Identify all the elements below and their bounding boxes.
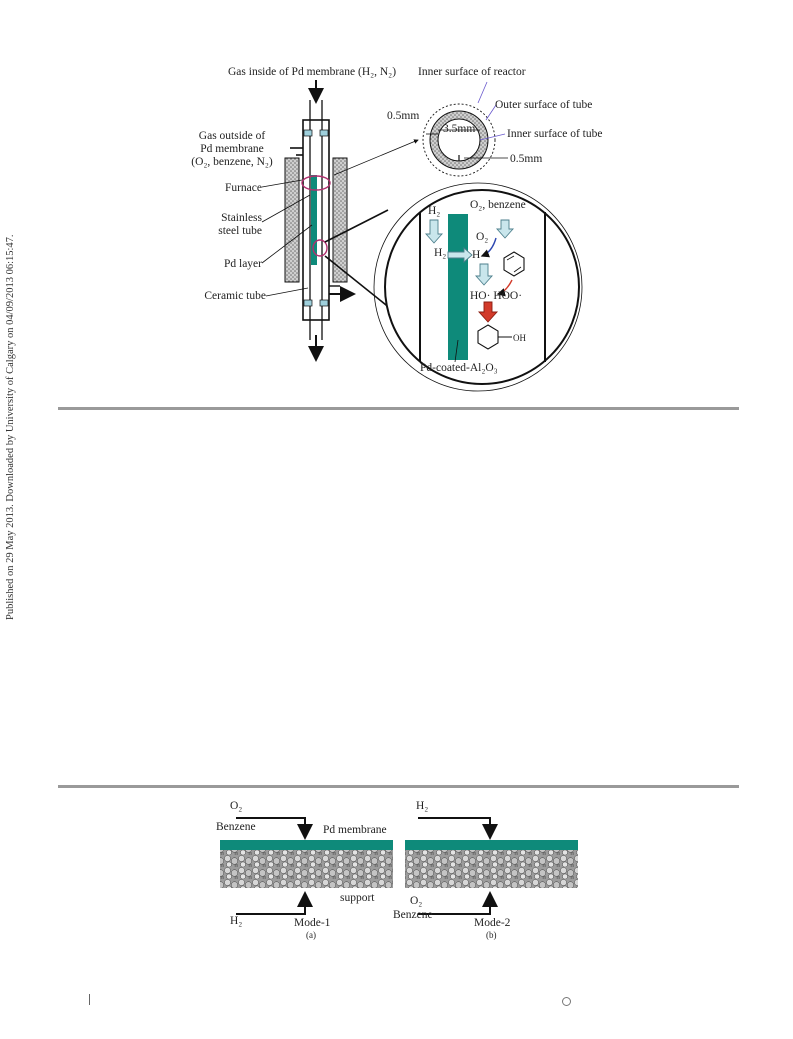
zoom-h2-label: H₂ (434, 247, 447, 259)
section-rule-bottom (58, 785, 739, 788)
mode1-caption: (a) (306, 930, 316, 940)
reactor-figure: Gas inside of Pd membrane (H₂, N₂) Inner… (0, 0, 793, 400)
mode1-pd-membrane (220, 840, 393, 850)
mode2-o2-label: O₂ (410, 895, 423, 907)
zoom-h-label: H (472, 249, 481, 261)
gas-outside-label-1: Gas outside of (198, 130, 266, 142)
mode1-benzene-label: Benzene (216, 821, 256, 833)
mode2-support (405, 850, 578, 888)
zoom-inner-circle (384, 189, 580, 385)
furnace-label: Furnace (224, 182, 262, 194)
reactor-diagram (261, 80, 583, 392)
dim-35-label: 3.5mm (443, 123, 476, 135)
furnace-right (332, 157, 348, 283)
dim-05-left-label: 0.5mm (387, 110, 420, 122)
mode2-benzene-label: Benzene (393, 909, 433, 921)
mode-diagram (220, 817, 578, 915)
dim-05-bottom-label: 0.5mm (510, 153, 543, 165)
gas-outside-label-3: (O₂, benzene, N₂) (191, 156, 273, 168)
mode2-pd-membrane (405, 840, 578, 850)
zoom-h2-top-label: H₂ (428, 205, 441, 217)
furnace-left (284, 157, 300, 283)
reaction-arrow (477, 301, 499, 323)
stainless-label-2: steel tube (218, 225, 262, 237)
gas-outside-label-2: Pd membrane (200, 143, 264, 155)
furnace-highlight (301, 175, 331, 191)
pd-coated-wall (448, 214, 468, 360)
reactor-inner-surface (422, 103, 496, 177)
zoom-o2-label: O₂ (476, 231, 489, 243)
zoom-radicals-label: HO· HOO· (470, 290, 523, 302)
pd-coated-label: Pd-coated-Al₂O₃ (420, 362, 498, 374)
phenol-ring (477, 324, 499, 350)
mode2-h2-label: H₂ (416, 800, 429, 812)
mode1-o2-label: O₂ (230, 800, 243, 812)
mode-figure: O₂ Benzene Pd membrane support H₂ Mode-1… (0, 795, 793, 945)
mode2-label: Mode-2 (474, 917, 511, 929)
inner-surface-reactor-label: Inner surface of reactor (418, 66, 526, 78)
mode1-support (220, 850, 393, 888)
zoom-outer-circle (373, 182, 583, 392)
mode1-label: Mode-1 (294, 917, 331, 929)
benzene-ring (503, 251, 525, 277)
inner-surface-tube-label: Inner surface of tube (507, 128, 603, 140)
pd-highlight (312, 239, 328, 257)
mode1-h2-label: H₂ (230, 915, 243, 927)
pd-layer (311, 175, 317, 265)
gas-inside-label: Gas inside of Pd membrane (H₂, N₂) (228, 66, 397, 78)
phenol-oh-label: OH (513, 333, 526, 343)
footer-separator (89, 994, 90, 1005)
footer-circle-icon (562, 997, 571, 1006)
pd-layer-label: Pd layer (223, 258, 262, 270)
stainless-label-1: Stainless (221, 212, 262, 224)
ceramic-tube-label: Ceramic tube (204, 290, 266, 302)
support-label: support (340, 892, 375, 904)
zoom-o2-benzene-label: O₂, benzene (470, 199, 526, 211)
mode2-caption: (b) (486, 930, 497, 940)
outer-surface-tube-label: Outer surface of tube (495, 99, 593, 111)
pd-membrane-label: Pd membrane (323, 824, 387, 836)
section-rule-top (58, 407, 739, 410)
stainless-tube (302, 119, 330, 321)
